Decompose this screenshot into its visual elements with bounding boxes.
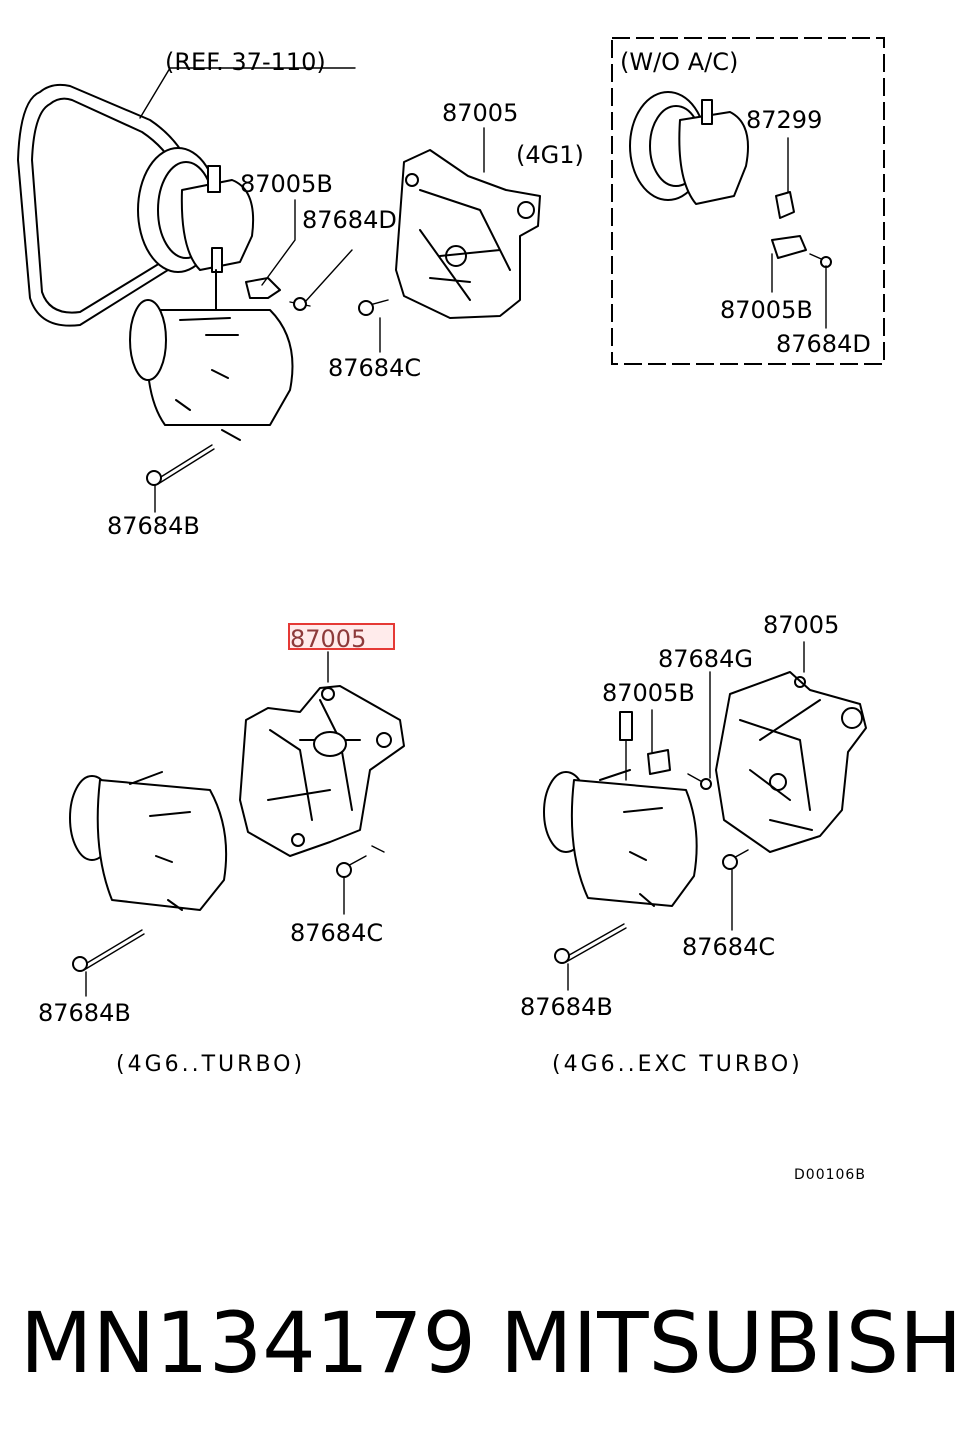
inset-wo-ac [611,37,885,365]
brand-name: MITSUBISHI [500,1294,960,1392]
label-87005-bottom-right: 87005 [763,611,839,639]
ac-compressor [146,309,294,426]
highlight-box [288,623,395,650]
top-center-bracket [358,127,541,353]
label-87684g: 87684G [658,645,753,673]
label-87684d-inset: 87684D [776,330,871,358]
label-87005b-inset: 87005B [720,296,813,324]
pump-bracket-small [245,277,281,299]
label-87684d-top: 87684D [302,206,397,234]
label-87684c-top: 87684C [328,354,421,382]
pressure-switch [775,191,795,219]
mounting-bracket-turbo [239,685,405,857]
label-87005-top: 87005 [442,99,518,127]
caption-turbo: (4G6..TURBO) [116,1052,305,1077]
diagram-code: D00106B [794,1167,866,1183]
footer: MN134179 MITSUBISHI [0,1278,960,1408]
mounting-bracket-4g1 [395,149,541,319]
label-87005b-top: 87005B [240,170,333,198]
top-left-assembly [17,67,356,513]
label-87684b-top: 87684B [107,512,200,540]
power-steering-pump [180,179,255,271]
label-87684b-bottom-left: 87684B [38,999,131,1027]
label-87684c-bottom-right: 87684C [682,933,775,961]
label-87005-highlighted[interactable]: 87005 [290,625,366,653]
engine-label-4g1: (4G1) [516,141,584,169]
part-number: MN134179 [20,1294,476,1392]
bottom-right-assembly [543,641,867,991]
label-87005b-bottom-right: 87005B [602,679,695,707]
label-87684b-bottom-right: 87684B [520,993,613,1021]
label-87684c-bottom-left: 87684C [290,919,383,947]
mounting-bracket-exc-turbo [715,671,867,853]
caption-exc-turbo: (4G6..EXC TURBO) [552,1052,803,1077]
ref-label: (REF. 37-110) [165,48,326,76]
label-87299: 87299 [746,106,822,134]
ac-compressor-exc-turbo [570,779,698,907]
ac-compressor-turbo [96,779,228,911]
inset-title: (W/O A/C) [620,48,738,76]
inset-box [611,37,885,365]
bottom-left-assembly [69,651,405,997]
